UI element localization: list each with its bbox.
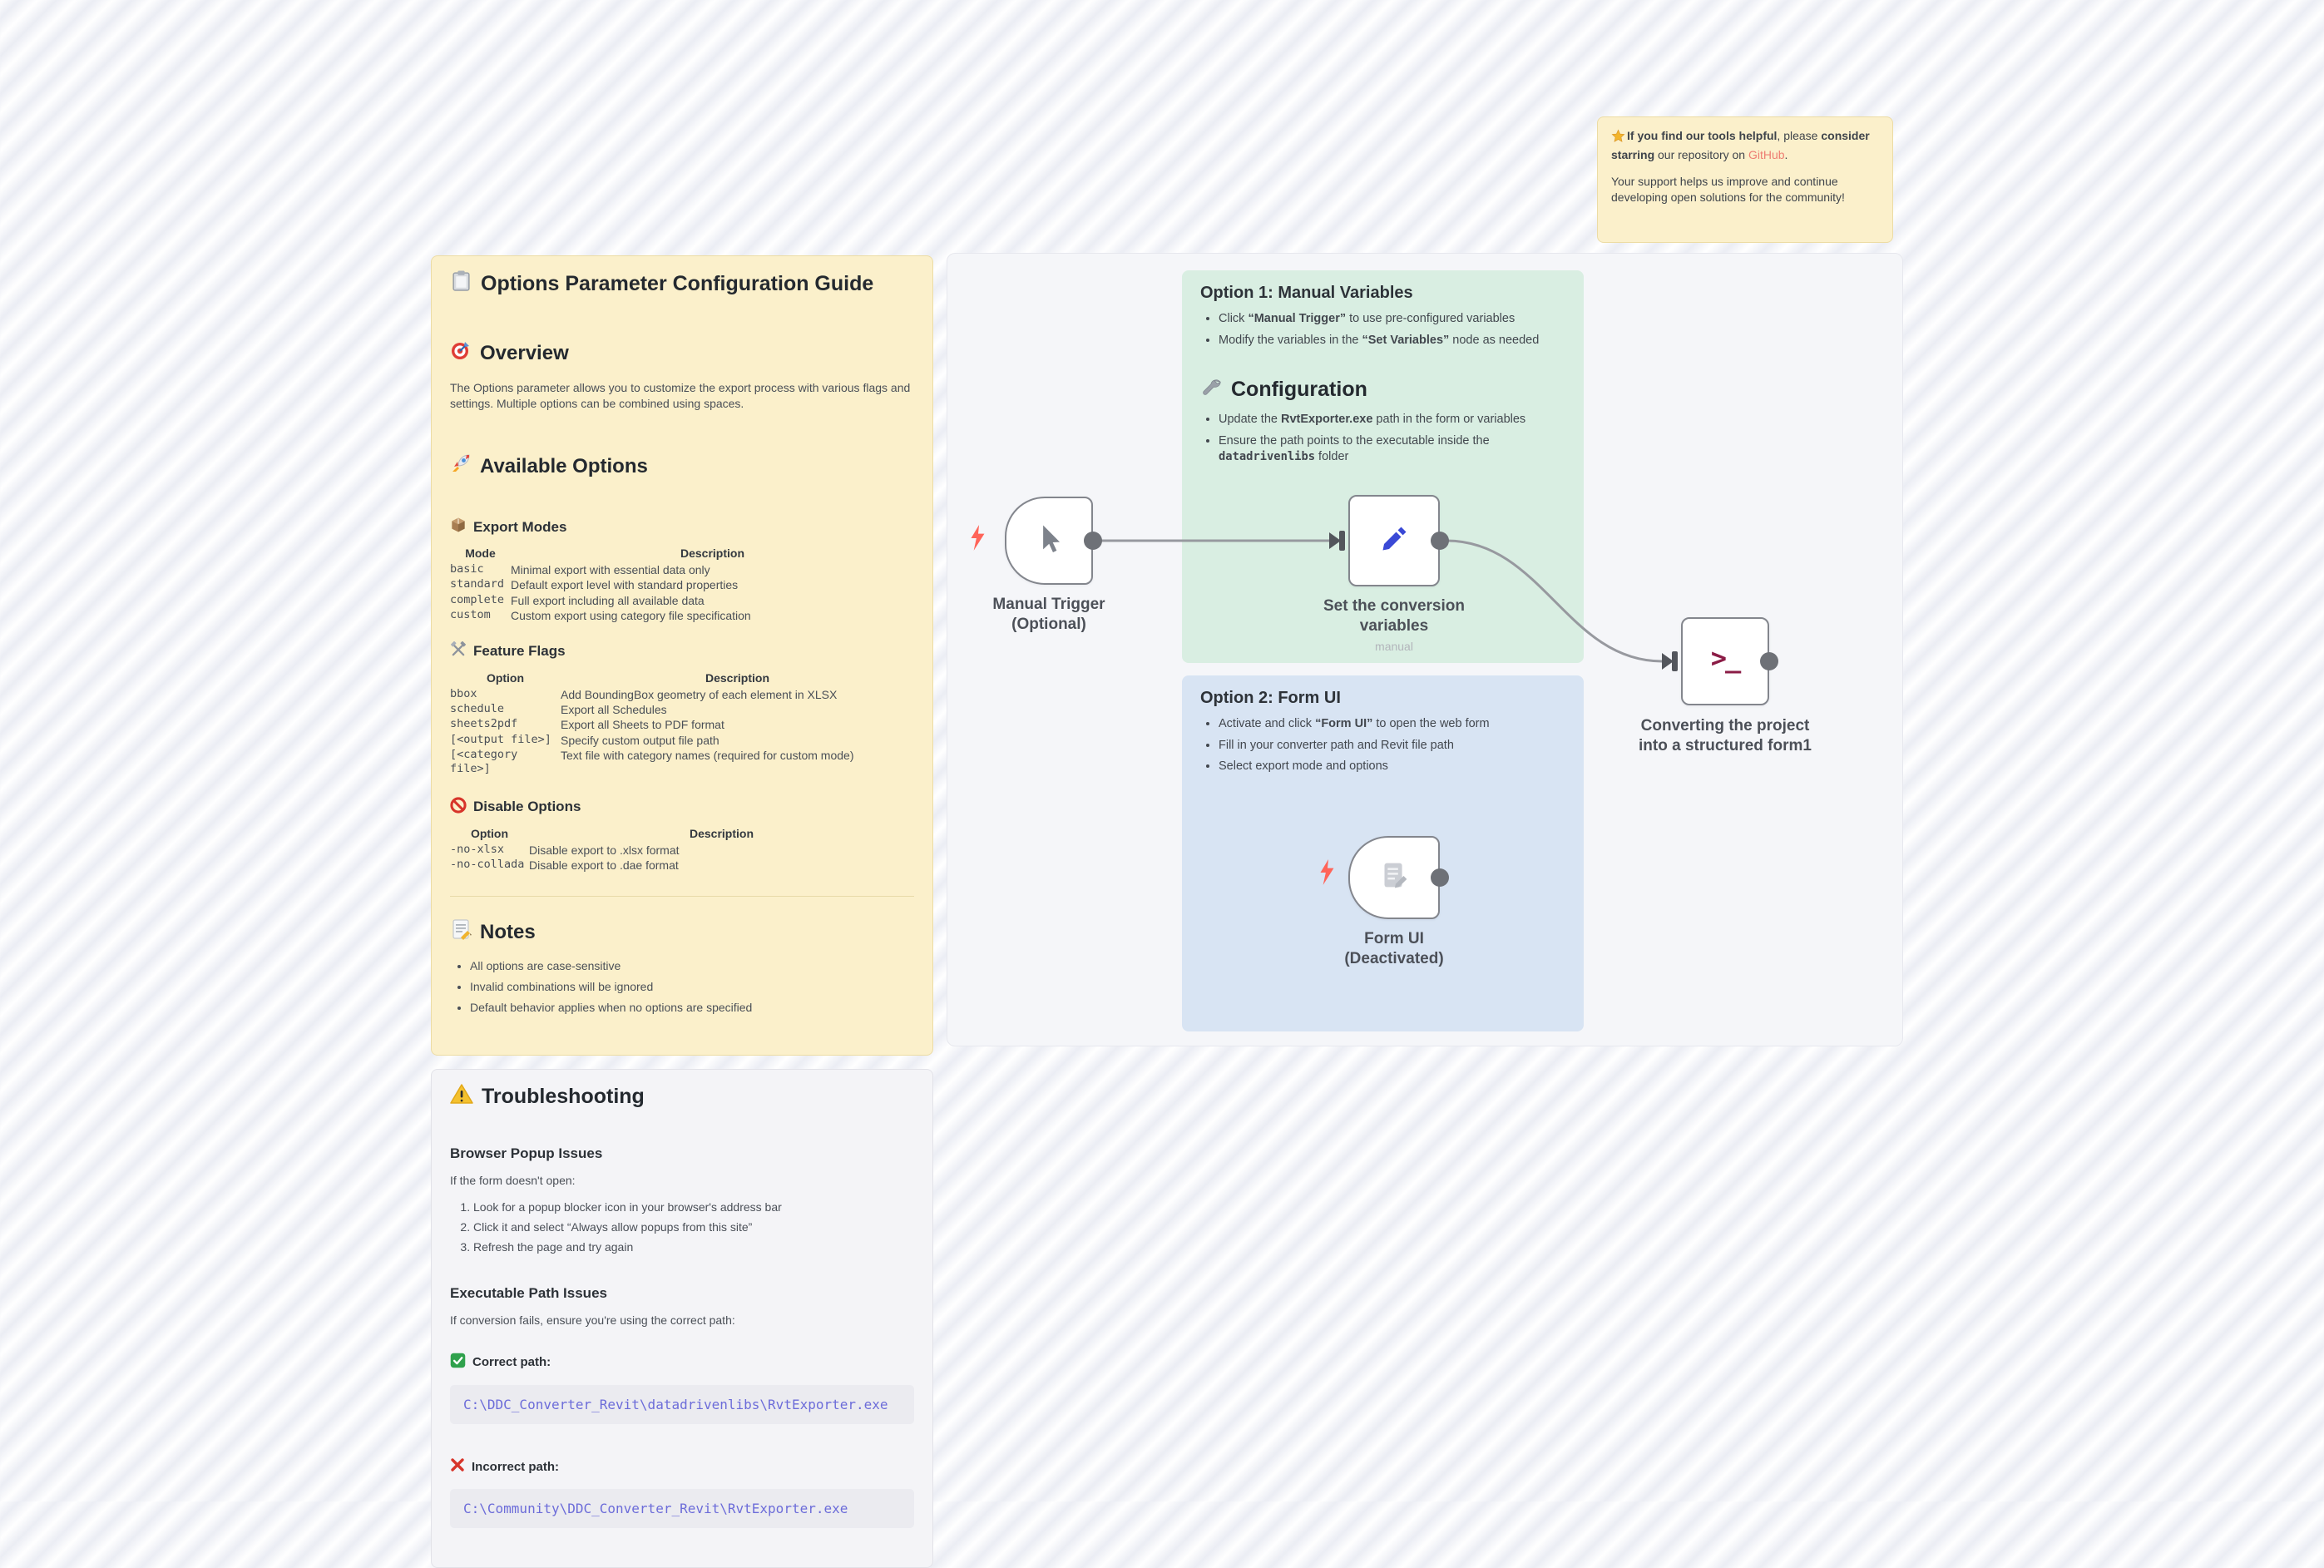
- executable-path-heading: Executable Path Issues: [450, 1284, 607, 1301]
- terminal-icon: >_: [1710, 642, 1742, 674]
- option2-title: Option 2: Form UI: [1200, 689, 1341, 707]
- list-item: Refresh the page and try again: [473, 1240, 914, 1254]
- warning-icon: [450, 1083, 473, 1110]
- memo-icon: [450, 918, 472, 946]
- form-icon: [1375, 857, 1413, 899]
- cross-icon: [450, 1457, 465, 1476]
- package-icon: [450, 517, 467, 537]
- disable-options-heading: Disable Options: [450, 797, 914, 818]
- cursor-icon: [1031, 521, 1067, 561]
- browser-popup-intro: If the form doesn't open:: [450, 1174, 576, 1187]
- list-item: Default behavior applies when no options…: [470, 1001, 914, 1014]
- table-row: [<output file>]Specify custom output fil…: [450, 732, 719, 747]
- overview-heading: Overview: [450, 339, 914, 367]
- correct-path-code: C:\DDC_Converter_Revit\datadrivenlibs\Rv…: [450, 1385, 914, 1425]
- output-port[interactable]: [1760, 652, 1778, 670]
- troubleshooting-sticky-note[interactable]: Troubleshooting Browser Popup Issues If …: [431, 1069, 933, 1568]
- workflow-canvas[interactable]: Option 1: Manual Variables Click “Manual…: [947, 253, 1903, 1046]
- configuration-heading: Configuration: [1200, 375, 1565, 403]
- lightning-icon: [1318, 859, 1337, 886]
- target-icon: [450, 339, 472, 367]
- available-options-heading: Available Options: [450, 453, 914, 480]
- github-sticky-note[interactable]: If you find our tools helpful, please co…: [1597, 116, 1893, 243]
- troubleshooting-title: Troubleshooting: [450, 1083, 914, 1110]
- github-link[interactable]: GitHub: [1748, 148, 1785, 162]
- node-subtitle: manual: [1375, 639, 1413, 653]
- node-form-ui[interactable]: [1348, 836, 1449, 919]
- incorrect-path-code: C:\Community\DDC_Converter_Revit\RvtExpo…: [450, 1489, 914, 1529]
- overview-text: The Options parameter allows you to cust…: [450, 381, 911, 410]
- list-item: Update the RvtExporter.exe path in the f…: [1219, 412, 1565, 428]
- clipboard-icon: [450, 270, 472, 298]
- option1-sticky-note[interactable]: Option 1: Manual Variables Click “Manual…: [1182, 270, 1584, 663]
- option2-list: Activate and click “Form UI” to open the…: [1200, 716, 1565, 775]
- hammer-pick-icon: [450, 641, 467, 662]
- incorrect-path-label: Incorrect path:: [450, 1457, 914, 1476]
- list-item: Invalid combinations will be ignored: [470, 980, 914, 993]
- pencil-icon: [1374, 519, 1414, 563]
- list-item: Modify the variables in the “Set Variabl…: [1219, 333, 1565, 349]
- rocket-icon: [450, 453, 472, 480]
- workflow-page: If you find our tools helpful, please co…: [0, 0, 2324, 1501]
- option2-sticky-note[interactable]: Option 2: Form UI Activate and click “Fo…: [1182, 675, 1584, 1031]
- notes-heading: Notes: [450, 918, 914, 946]
- node-label-converting-project: Converting the project into a structured…: [1639, 717, 1812, 755]
- list-item: Click “Manual Trigger” to use pre-config…: [1219, 311, 1565, 328]
- node-label-form-ui: Form UI (Deactivated): [1344, 930, 1444, 968]
- node-converting-project[interactable]: >_: [1681, 617, 1778, 705]
- feature-flags-heading: Feature Flags: [450, 641, 914, 662]
- check-icon: [450, 1353, 466, 1372]
- correct-path-label: Correct path:: [450, 1353, 914, 1372]
- list-item: All options are case-sensitive: [470, 959, 914, 972]
- output-port[interactable]: [1084, 532, 1102, 550]
- github-note-line1: If you find our tools helpful, please co…: [1611, 129, 1870, 162]
- option1-title: Option 1: Manual Variables: [1200, 284, 1413, 302]
- divider: [450, 896, 914, 898]
- browser-popup-heading: Browser Popup Issues: [450, 1145, 603, 1161]
- list-item: Fill in your converter path and Revit fi…: [1219, 738, 1565, 754]
- node-label-manual-trigger: Manual Trigger (Optional): [992, 596, 1105, 634]
- lightning-icon: [969, 525, 987, 552]
- notes-list: All options are case-sensitive Invalid c…: [450, 959, 914, 1014]
- list-item: Look for a popup blocker icon in your br…: [473, 1200, 914, 1214]
- configuration-list: Update the RvtExporter.exe path in the f…: [1200, 412, 1565, 466]
- wrench-icon: [1200, 375, 1223, 403]
- output-port[interactable]: [1431, 532, 1449, 550]
- list-item: Activate and click “Form UI” to open the…: [1219, 716, 1565, 733]
- list-item: Click it and select “Always allow popups…: [473, 1220, 914, 1234]
- executable-path-intro: If conversion fails, ensure you're using…: [450, 1313, 735, 1327]
- popup-steps-list: Look for a popup blocker icon in your br…: [450, 1200, 914, 1254]
- list-item: Select export mode and options: [1219, 759, 1565, 775]
- guide-title: Options Parameter Configuration Guide: [450, 270, 914, 298]
- node-manual-trigger[interactable]: [1005, 497, 1102, 585]
- star-icon: [1611, 129, 1625, 147]
- guide-sticky-note[interactable]: Options Parameter Configuration Guide Ov…: [431, 255, 933, 1056]
- output-port[interactable]: [1431, 868, 1449, 887]
- github-note-line2: Your support helps us improve and contin…: [1611, 175, 1845, 205]
- list-item: Ensure the path points to the executable…: [1219, 433, 1565, 466]
- node-set-variables[interactable]: [1348, 495, 1449, 586]
- connection-wires: [1099, 531, 1678, 671]
- no-entry-icon: [450, 797, 467, 818]
- option1-list: Click “Manual Trigger” to use pre-config…: [1200, 311, 1565, 349]
- export-modes-heading: Export Modes: [450, 517, 914, 537]
- table-row: [<category file>]Text file with category…: [450, 747, 854, 776]
- node-label-set-variables: Set the conversion variables manual: [1269, 596, 1519, 655]
